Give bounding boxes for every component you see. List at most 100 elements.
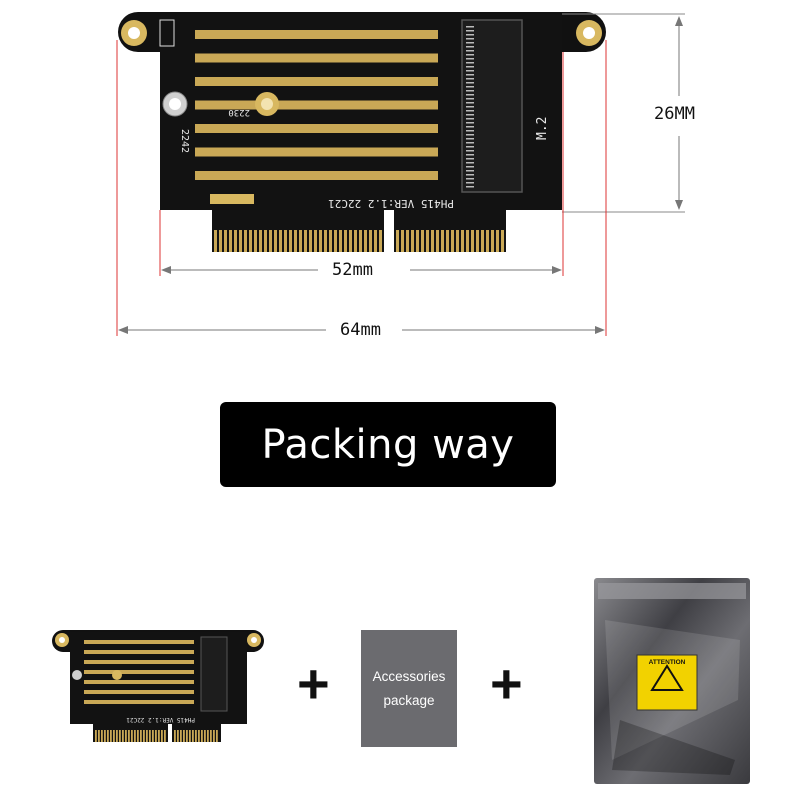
gold-finger <box>180 730 182 742</box>
gold-finger <box>174 730 176 742</box>
gold-finger <box>501 230 504 252</box>
gold-finger <box>186 730 188 742</box>
gold-finger <box>339 230 342 252</box>
gold-finger <box>486 230 489 252</box>
gold-finger <box>446 230 449 252</box>
slot-pin <box>466 142 474 144</box>
gold-finger <box>229 230 232 252</box>
gold-finger <box>95 730 97 742</box>
slot-pin <box>466 106 474 108</box>
slot-pin <box>466 154 474 156</box>
gold-finger <box>421 230 424 252</box>
gold-finger <box>491 230 494 252</box>
slot-pin <box>466 170 474 172</box>
gold-finger <box>299 230 302 252</box>
gold-finger <box>234 230 237 252</box>
gold-finger <box>314 230 317 252</box>
slot-pin <box>466 130 474 132</box>
slot-pin <box>466 82 474 84</box>
accessories-label-line2: package <box>383 692 435 708</box>
gold-trace <box>84 680 194 684</box>
gold-finger <box>344 230 347 252</box>
gold-finger <box>201 730 203 742</box>
gold-finger <box>161 730 163 742</box>
slot-pin <box>466 58 474 60</box>
slot-pin <box>466 42 474 44</box>
gold-finger <box>98 730 100 742</box>
gold-trace <box>195 147 438 157</box>
slot-pin <box>466 162 474 164</box>
gold-finger <box>364 230 367 252</box>
gold-trace <box>84 650 194 654</box>
gold-finger <box>461 230 464 252</box>
gold-trace <box>84 660 194 664</box>
packing-way-banner: Packing way <box>220 402 556 487</box>
gold-finger <box>140 730 142 742</box>
slot-pin <box>466 102 474 104</box>
plus-icon: + <box>297 652 330 715</box>
gold-trace <box>195 53 438 63</box>
gold-finger <box>131 730 133 742</box>
gold-finger <box>177 730 179 742</box>
gold-finger <box>406 230 409 252</box>
gold-finger <box>309 230 312 252</box>
slot-pin <box>466 158 474 160</box>
gold-finger <box>213 730 215 742</box>
bag-zip-seal <box>598 583 746 599</box>
gold-finger <box>146 730 148 742</box>
silkscreen-2242: 2242 <box>179 129 190 153</box>
gold-finger <box>411 230 414 252</box>
gold-finger <box>294 230 297 252</box>
sticker-title: ATTENTION <box>649 659 686 666</box>
gold-finger <box>304 230 307 252</box>
accessories-label-line1: Accessories <box>372 668 446 684</box>
gold-finger <box>289 230 292 252</box>
gold-finger-connector <box>214 230 504 252</box>
gold-finger <box>195 730 197 742</box>
slot-pin <box>466 46 474 48</box>
slot-pin <box>466 50 474 52</box>
gold-finger <box>481 230 484 252</box>
slot-pin <box>466 138 474 140</box>
gold-finger <box>274 230 277 252</box>
led-marking <box>159 19 175 47</box>
gold-finger <box>244 230 247 252</box>
slot-pin <box>466 26 474 28</box>
gold-finger <box>259 230 262 252</box>
gold-finger <box>431 230 434 252</box>
adapter-board-large: PH415 VER:1.2 22C21 2242 2230 M.2 <box>118 12 606 252</box>
gold-finger <box>149 730 151 742</box>
gold-finger <box>134 730 136 742</box>
silkscreen-m2: M.2 <box>535 117 550 140</box>
slot-pin <box>466 78 474 80</box>
slot-pin <box>466 150 474 152</box>
gold-trace <box>195 30 438 39</box>
gold-finger <box>155 730 157 742</box>
gold-finger <box>279 230 282 252</box>
slot-pin <box>466 34 474 36</box>
gold-finger <box>116 730 118 742</box>
gold-finger <box>476 230 479 252</box>
slot-pin <box>466 118 474 120</box>
slot-pin <box>466 94 474 96</box>
gold-finger <box>471 230 474 252</box>
adapter-board-small: PH415 VER:1.2 22C21 <box>52 630 264 742</box>
dimension-height-label: 26MM <box>652 104 697 124</box>
gold-finger <box>396 230 399 252</box>
slot-pin <box>466 182 474 184</box>
slot-pin <box>466 86 474 88</box>
gold-finger <box>359 230 362 252</box>
gold-finger <box>441 230 444 252</box>
gold-finger <box>125 730 127 742</box>
gold-finger <box>216 730 218 742</box>
slot-pin <box>466 166 474 168</box>
banner-title: Packing way <box>261 421 515 468</box>
gold-finger <box>210 730 212 742</box>
gold-finger <box>249 230 252 252</box>
slot-pin <box>466 30 474 32</box>
gold-finger <box>374 230 377 252</box>
gold-finger <box>110 730 112 742</box>
gold-finger <box>319 230 322 252</box>
gold-finger <box>269 230 272 252</box>
gold-finger <box>192 730 194 742</box>
